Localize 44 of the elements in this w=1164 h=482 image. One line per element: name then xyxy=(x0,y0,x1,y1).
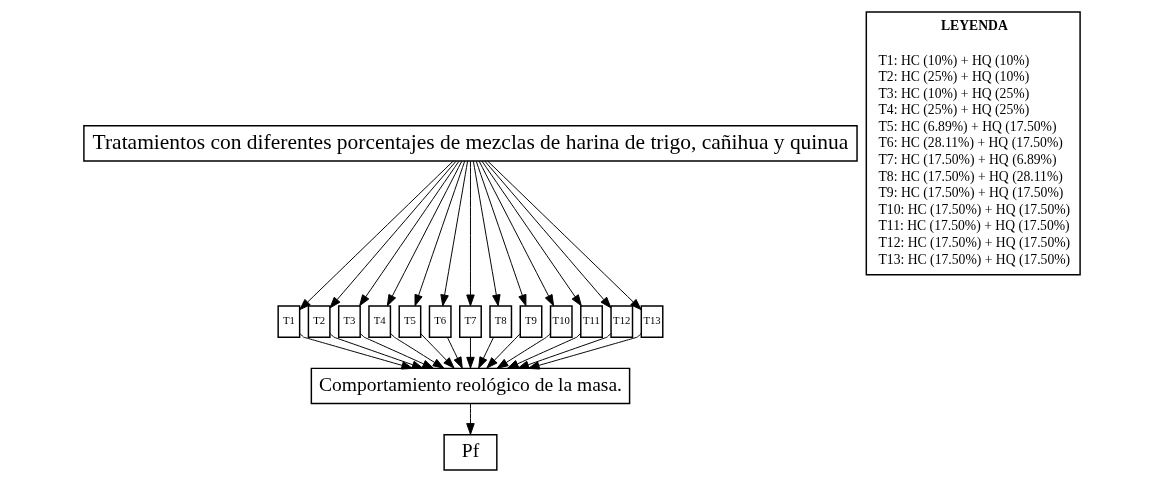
node-box: T3 xyxy=(337,305,361,338)
node-box: Tratamientos con diferentes porcentajes de mezclas de harina de trigo, cañihua y quinua xyxy=(83,125,858,162)
node-box: Comportamiento reológico de la masa. xyxy=(310,367,631,405)
node-box: T10 xyxy=(549,305,573,338)
arrow xyxy=(496,332,551,369)
arrow xyxy=(478,336,495,369)
arrow xyxy=(466,160,475,307)
node-box: T12 xyxy=(610,305,634,338)
node-box: Pf xyxy=(443,434,498,471)
arrow xyxy=(299,332,414,370)
node-box: T9 xyxy=(519,305,543,338)
arrow xyxy=(359,160,460,307)
node-box: T6 xyxy=(428,305,452,338)
arrow xyxy=(299,160,454,311)
arrow xyxy=(472,160,501,307)
arrow xyxy=(466,336,475,369)
node-box: T1 xyxy=(277,305,301,338)
arrow xyxy=(506,332,582,369)
node-box: T4 xyxy=(368,305,392,338)
node-box: T2 xyxy=(307,305,331,338)
arrow xyxy=(487,160,642,311)
arrow xyxy=(517,332,612,369)
node-box: T11 xyxy=(580,305,603,338)
arrow xyxy=(420,333,455,369)
arrow xyxy=(527,332,642,370)
arrow xyxy=(386,160,463,307)
arrow xyxy=(466,403,475,435)
arrow xyxy=(484,160,612,309)
arrow xyxy=(390,332,445,369)
arrow xyxy=(414,160,466,307)
node-box: T8 xyxy=(489,305,513,338)
arrow xyxy=(478,160,555,307)
arrow xyxy=(359,332,435,369)
arrow xyxy=(446,336,463,369)
arrow xyxy=(486,333,521,369)
arrow xyxy=(481,160,582,307)
node-box: LEYENDA T1: HC (10%) + HQ (10%) T2: HC (25%) + HQ (10%) T3: HC (10%) + HQ (25%) T4: HC (25%) + HQ (25%) T5: HC (6.89%) + HQ (17.50%) T6: HC (28.11%) + HQ (17.50%) T7: HC (17.50%) + HQ (6.89%) T8: HC (17.50%) + HQ (28.11%) T9: HC (17.50%) + HQ (17.50%) T10: HC (17.50%) + HQ (17.50%) T11: HC (17.50%) + HQ (17.50%) T12: HC (17.50%) + HQ (17.50%) T13: HC (17.50%) + HQ (17.50%) xyxy=(865,11,1081,276)
arrow xyxy=(440,160,469,307)
arrow xyxy=(329,160,457,309)
arrow xyxy=(475,160,527,307)
node-box: T7 xyxy=(459,305,482,338)
node-box: T13 xyxy=(640,305,664,338)
node-box: T5 xyxy=(398,305,422,338)
arrow xyxy=(329,332,424,369)
